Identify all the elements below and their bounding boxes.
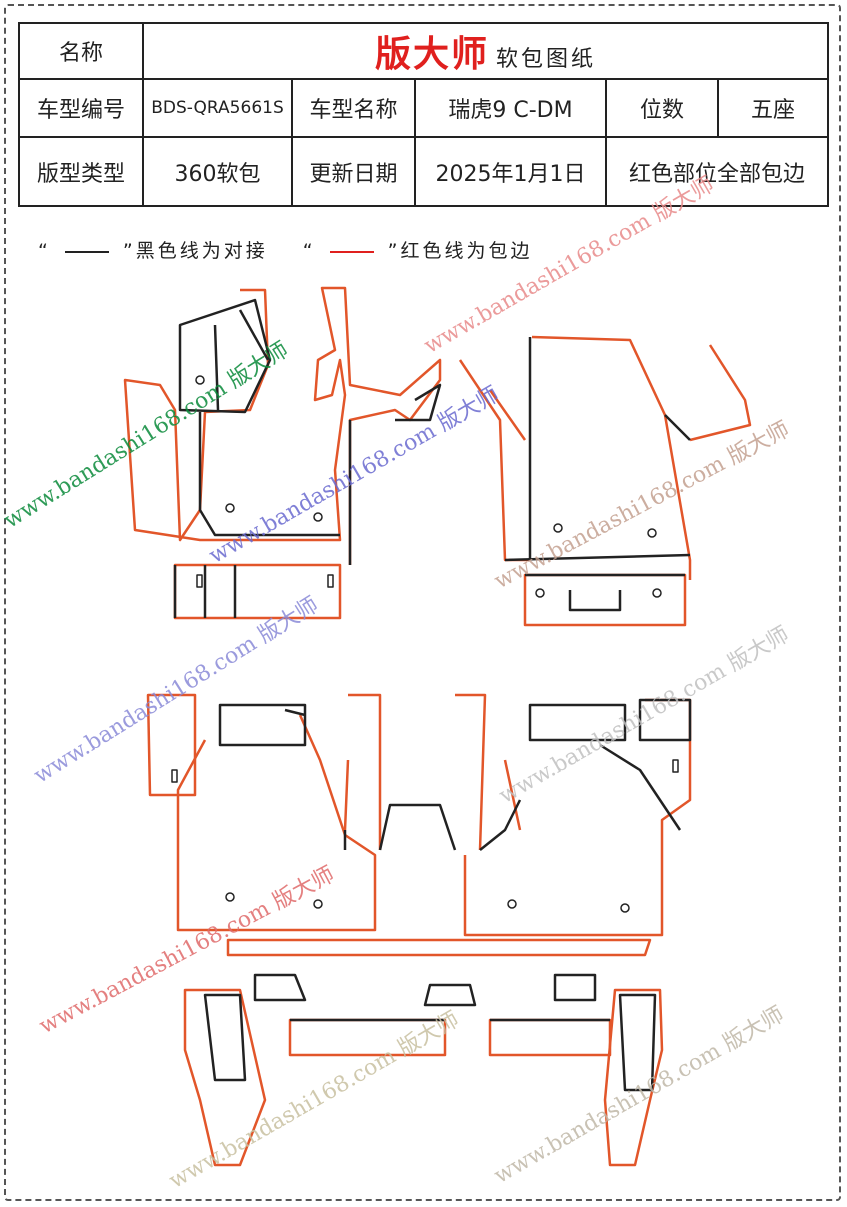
page-border	[4, 4, 841, 1201]
black-line-legend: 黑色线为对接	[135, 240, 268, 262]
model-code-label: 车型编号	[18, 78, 144, 138]
quote: “	[302, 240, 316, 262]
update-date: 2025年1月1日	[414, 136, 607, 207]
model-code: BDS-QRA5661S	[142, 78, 293, 138]
black-seam-lines	[173, 298, 692, 1092]
quote: “	[38, 240, 51, 262]
update-label: 更新日期	[291, 136, 416, 207]
title-cell: 版大师 软包图纸	[142, 22, 829, 80]
type: 360软包	[142, 136, 293, 207]
red-edge-lines	[123, 286, 752, 1167]
title-suffix: 软包图纸	[496, 47, 597, 72]
red-line-sample	[329, 250, 374, 253]
info-table: 名称 版大师 软包图纸 车型编号 BDS-QRA5661S 车型名称 瑞虎9 C…	[18, 22, 829, 207]
edge-note: 红色部位全部包边	[605, 136, 829, 207]
name-label: 名称	[18, 22, 144, 80]
mounting-holes	[171, 375, 679, 913]
quote: ”	[387, 240, 401, 262]
black-line-sample	[64, 250, 109, 253]
type-label: 版型类型	[18, 136, 144, 207]
model-name-label: 车型名称	[291, 78, 416, 138]
model-name: 瑞虎9 C-DM	[414, 78, 607, 138]
brand-logo: 版大师	[374, 34, 489, 75]
red-line-legend: 红色线为包边	[400, 240, 533, 262]
seats: 五座	[717, 78, 829, 138]
legend: “”黑色线为对接 “”红色线为包边	[38, 236, 532, 263]
seats-label: 位数	[605, 78, 719, 138]
quote: ”	[122, 240, 136, 262]
